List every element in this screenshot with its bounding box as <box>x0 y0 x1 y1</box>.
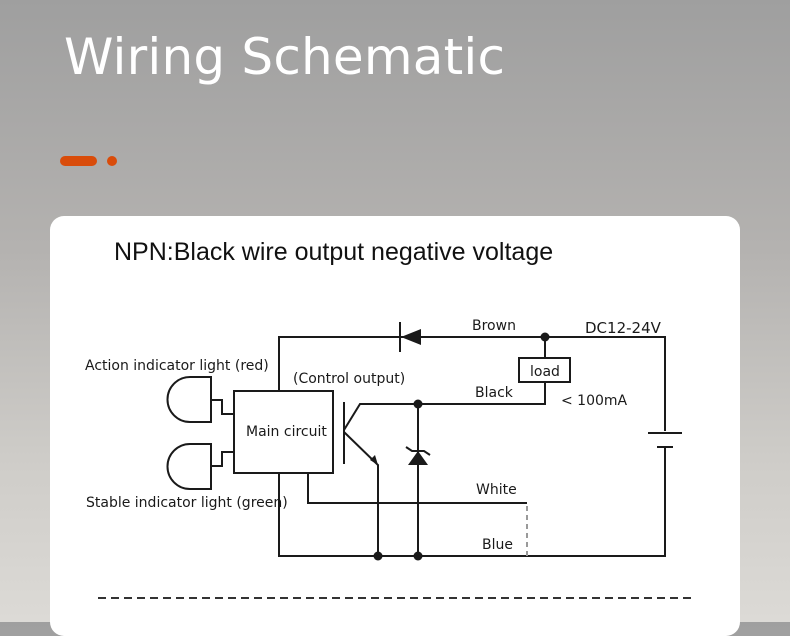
label-brown: Brown <box>472 318 516 334</box>
stable-indicator-led <box>166 443 212 490</box>
main-circuit-box <box>233 390 334 474</box>
action-led-lead <box>211 399 234 415</box>
black-wire <box>343 403 418 431</box>
page-title: Wiring Schematic <box>64 28 506 86</box>
card-subtitle: NPN:Black wire output negative voltage <box>114 238 554 266</box>
label-blue: Blue <box>482 537 513 553</box>
brown-wire <box>278 336 666 431</box>
label-supply: DC12-24V <box>585 319 662 337</box>
label-black: Black <box>475 385 514 401</box>
blue-wire <box>278 447 666 557</box>
label-current: < 100mA <box>561 393 628 409</box>
junction-dot <box>540 332 550 342</box>
load-box <box>518 357 571 383</box>
label-white: White <box>476 482 517 498</box>
accent-dot <box>107 156 117 166</box>
junction-dot <box>373 551 383 561</box>
wiring-diagram: Brown DC12-24V load Black < 100mA (Contr… <box>85 318 694 599</box>
label-stable-light: Stable indicator light (green) <box>86 495 288 511</box>
accent-bar <box>60 156 97 166</box>
schematic-card <box>50 216 740 636</box>
junction-dot <box>413 399 423 409</box>
white-wire <box>307 473 527 504</box>
zener-diode-icon <box>408 451 428 465</box>
protection-diode-icon <box>401 329 421 345</box>
label-action-light: Action indicator light (red) <box>85 358 269 374</box>
action-indicator-led <box>166 376 212 423</box>
label-load: load <box>530 364 560 380</box>
label-control-output: (Control output) <box>293 371 405 387</box>
emitter-arrow-icon <box>370 455 378 465</box>
junction-dot <box>413 551 423 561</box>
label-main-circuit: Main circuit <box>246 424 327 440</box>
stable-led-lead <box>211 451 234 467</box>
transistor-emitter <box>343 431 379 556</box>
